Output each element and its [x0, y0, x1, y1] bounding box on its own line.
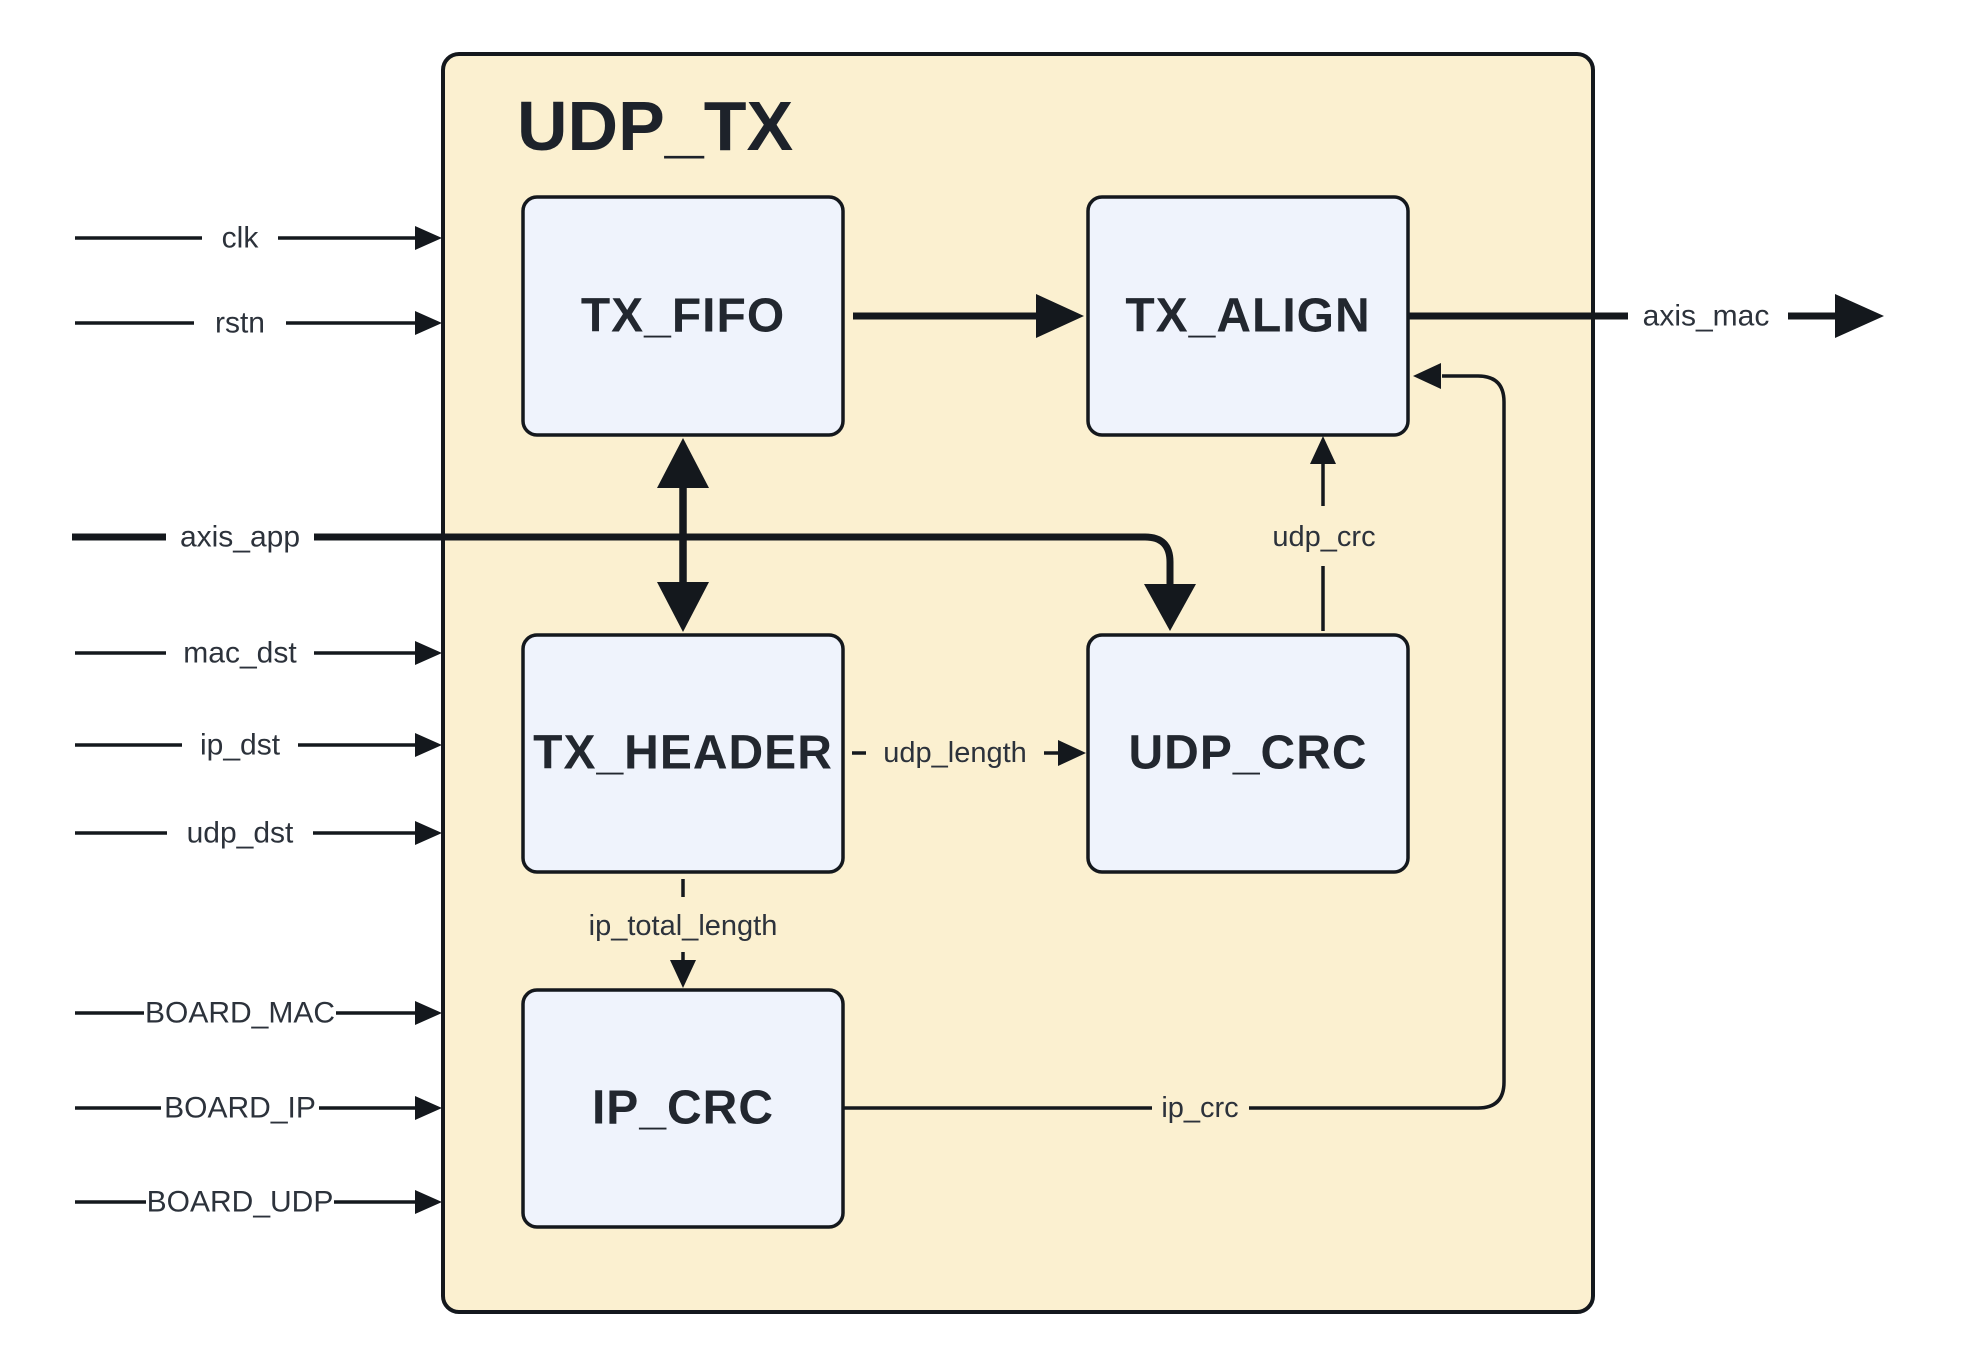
- signal-board-mac: BOARD_MAC: [75, 997, 442, 1030]
- udp-length-label: udp_length: [883, 737, 1027, 769]
- signal-axis-app: axis_app: [72, 521, 1196, 631]
- tx-fifo-box: [521, 195, 845, 437]
- board-mac-label: BOARD_MAC: [145, 997, 335, 1030]
- udp-crc-arrowhead-icon: [1310, 436, 1336, 464]
- clk-label: clk: [222, 222, 260, 255]
- conn-udp-crc: udp_crc: [1272, 436, 1376, 631]
- block-tx-align: TX_ALIGN: [1086, 195, 1410, 437]
- conn-ip-total-length: ip_total_length: [589, 879, 778, 988]
- board-ip-label: BOARD_IP: [164, 1092, 316, 1125]
- axis-app-wire-main: [314, 533, 1174, 588]
- txfifo-txalign-arrowhead-icon: [1036, 294, 1084, 338]
- tx-header-box: [521, 633, 845, 874]
- udp-crc-label: udp_crc: [1272, 521, 1375, 553]
- signal-board-udp: BOARD_UDP: [75, 1186, 442, 1219]
- axis-app-label: axis_app: [180, 521, 300, 554]
- axis-mac-arrowhead-icon: [1835, 294, 1884, 338]
- tx-align-label: TX_ALIGN: [1125, 290, 1370, 343]
- signal-axis-mac: axis_mac: [1408, 294, 1884, 338]
- tx-header-label: TX_HEADER: [533, 727, 833, 780]
- rstn-arrowhead-icon: [415, 311, 442, 335]
- rstn-label: rstn: [215, 307, 265, 340]
- axis-mac-label: axis_mac: [1643, 300, 1770, 333]
- signal-rstn: rstn: [75, 307, 442, 340]
- udp-crc-box: [1086, 633, 1410, 874]
- ip-crc-wire-path: [1249, 374, 1506, 1110]
- tx-fifo-label: TX_FIFO: [581, 290, 785, 343]
- conn-txfifo-txheader-bidir: [657, 438, 709, 632]
- conn-ip-crc-feedback: ip_crc: [844, 363, 1506, 1124]
- clk-arrowhead-icon: [415, 226, 442, 250]
- signal-clk: clk: [75, 222, 442, 255]
- ip-dst-label: ip_dst: [200, 729, 281, 762]
- board-udp-arrowhead-icon: [415, 1190, 442, 1214]
- signal-ip-dst: ip_dst: [75, 729, 442, 762]
- ip-total-length-arrowhead-icon: [670, 960, 696, 988]
- diagram-title: UDP_TX: [517, 87, 793, 165]
- udp-dst-label: udp_dst: [187, 817, 294, 850]
- udp-crc-block-label: UDP_CRC: [1128, 727, 1367, 780]
- ip-crc-label: ip_crc: [1161, 1092, 1238, 1124]
- udp-dst-arrowhead-icon: [415, 821, 442, 845]
- mac-dst-label: mac_dst: [183, 637, 297, 670]
- ip-crc-block-label: IP_CRC: [592, 1082, 774, 1135]
- udp-length-arrowhead-icon: [1058, 740, 1086, 766]
- board-mac-arrowhead-icon: [415, 1001, 442, 1025]
- board-ip-arrowhead-icon: [415, 1096, 442, 1120]
- block-tx-fifo: TX_FIFO: [521, 195, 845, 437]
- signal-board-ip: BOARD_IP: [75, 1092, 442, 1125]
- block-udp-crc: UDP_CRC: [1086, 633, 1410, 874]
- signal-mac-dst: mac_dst: [75, 637, 442, 670]
- signal-udp-dst: udp_dst: [75, 817, 442, 850]
- ip-total-length-label: ip_total_length: [589, 910, 778, 942]
- mac-dst-arrowhead-icon: [415, 641, 442, 665]
- conn-txfifo-to-txalign: [853, 294, 1084, 338]
- ip-crc-arrowhead-icon: [1413, 363, 1441, 389]
- bidir-down-arrowhead-icon: [657, 582, 709, 632]
- axis-app-arrowhead-icon: [1144, 584, 1196, 631]
- bidir-up-arrowhead-icon: [657, 438, 709, 488]
- conn-udp-length: udp_length: [852, 737, 1086, 769]
- block-tx-header: TX_HEADER: [521, 633, 845, 874]
- ip-crc-box: [521, 988, 845, 1229]
- board-udp-label: BOARD_UDP: [147, 1186, 334, 1219]
- tx-align-box: [1086, 195, 1410, 437]
- ip-dst-arrowhead-icon: [415, 733, 442, 757]
- block-ip-crc: IP_CRC: [521, 988, 845, 1229]
